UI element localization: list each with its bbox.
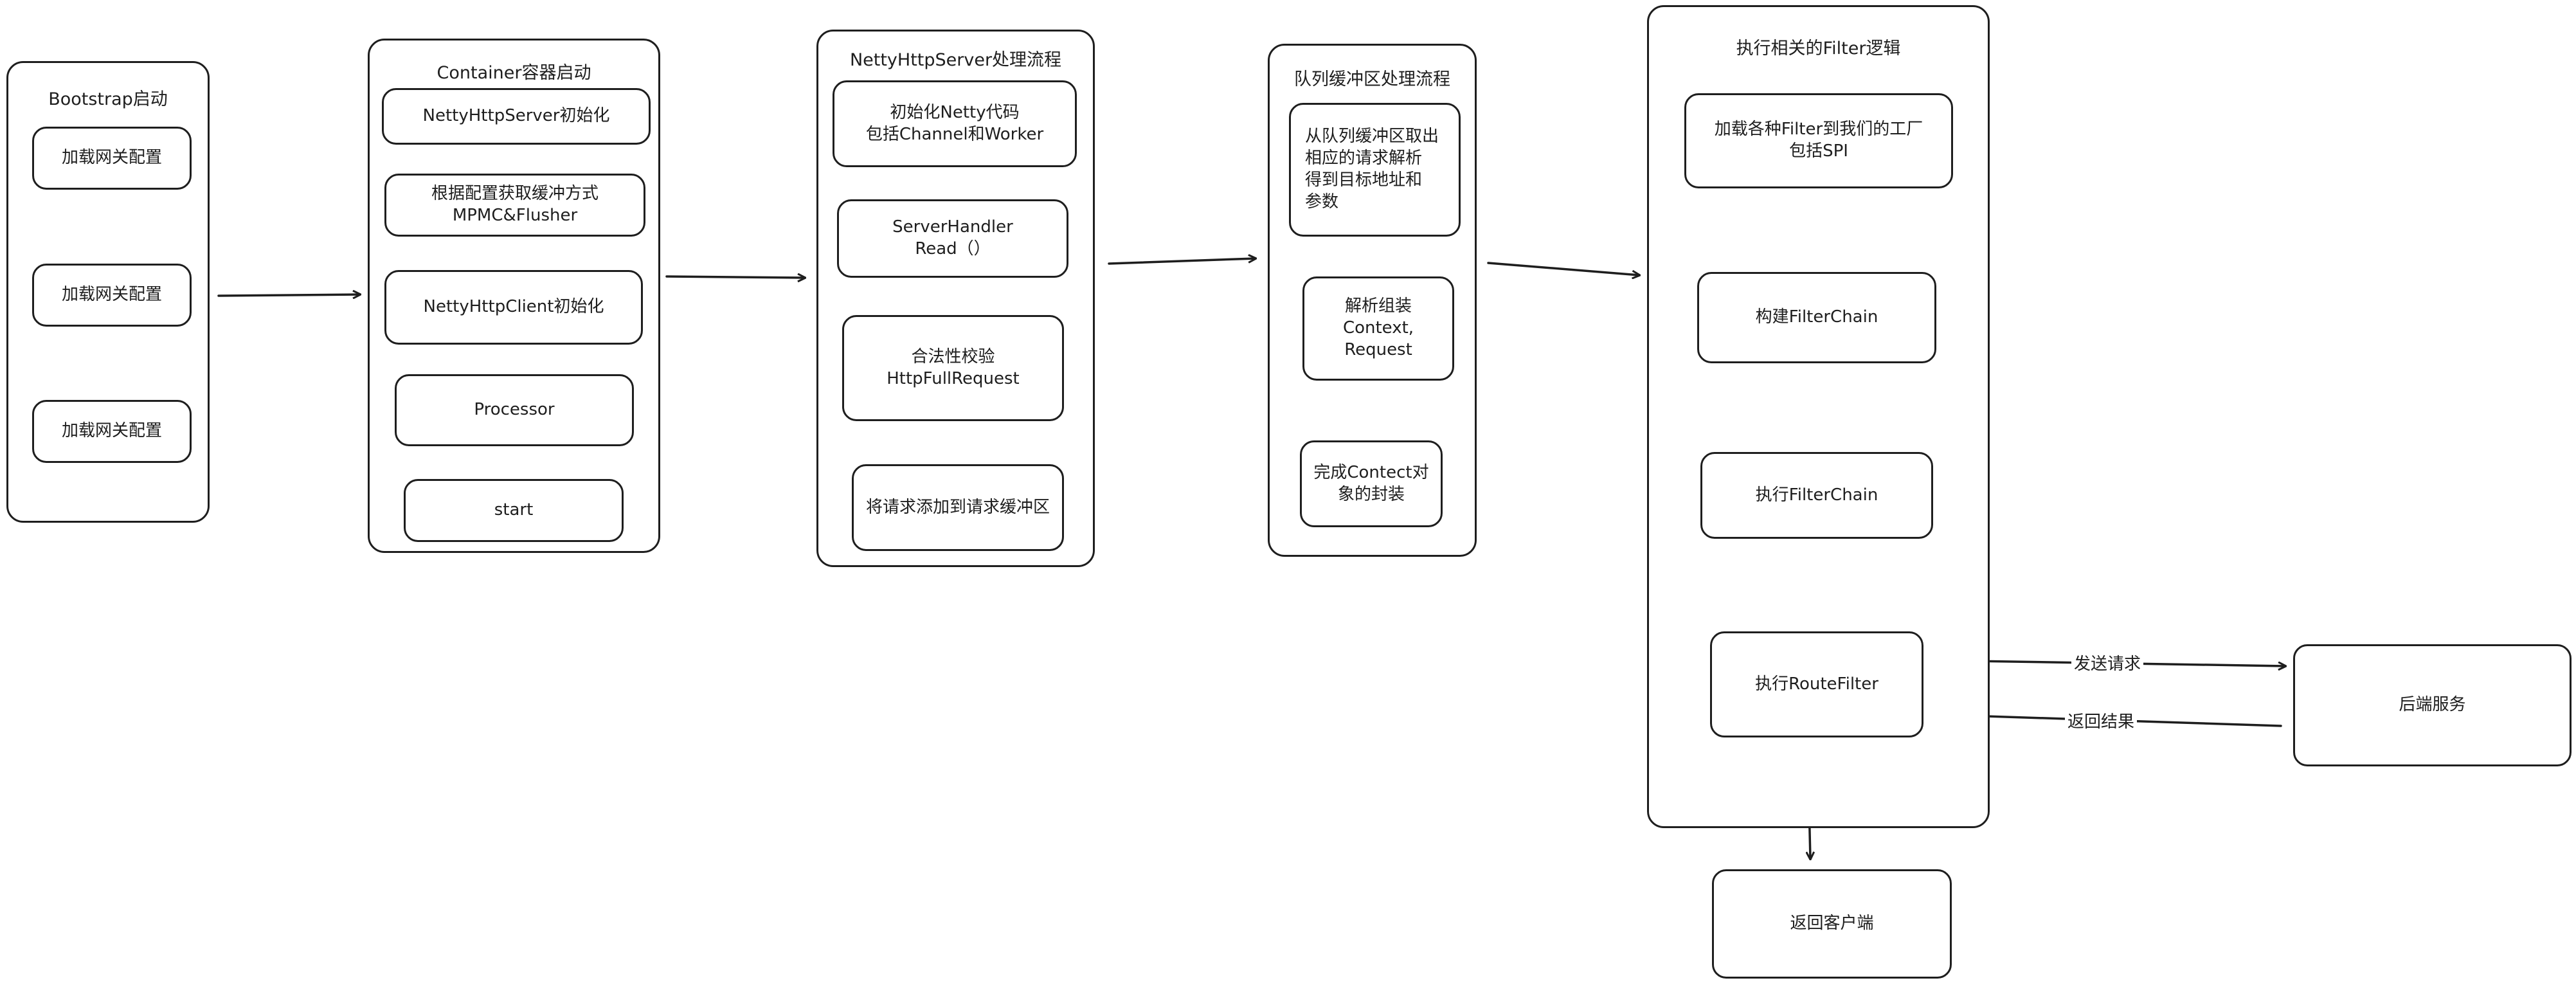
node-execute-route-filter: 执行RouteFilter [1710, 631, 1923, 737]
node-bootstrap-load-config-1: 加载网关配置 [32, 127, 192, 190]
node-return-to-client: 返回客户端 [1712, 869, 1952, 979]
node-take-from-queue: 从队列缓冲区取出 相应的请求解析 得到目标地址和 参数 [1289, 103, 1461, 237]
edge-label-return-result: 返回结果 [2065, 709, 2138, 732]
node-validate-request: 合法性校验 HttpFullRequest [842, 315, 1064, 421]
group-title-netty-server: NettyHttpServer处理流程 [849, 50, 1062, 70]
node-build-filter-chain: 构建FilterChain [1697, 272, 1936, 363]
node-processor: Processor [395, 374, 634, 446]
node-backend-service: 后端服务 [2293, 644, 2571, 766]
arrow-netty-to-queue [1108, 258, 1256, 265]
node-server-handler-read: ServerHandler Read（） [837, 199, 1068, 278]
arrow-container-to-netty [665, 276, 805, 278]
node-init-netty-code: 初始化Netty代码 包括Channel和Worker [833, 80, 1077, 167]
arrow-queue-to-filter [1487, 262, 1639, 275]
node-add-to-buffer: 将请求添加到请求缓冲区 [852, 464, 1064, 551]
node-bootstrap-load-config-3: 加载网关配置 [32, 400, 192, 463]
group-title-bootstrap: Bootstrap启动 [48, 89, 168, 109]
node-context-wrapped: 完成Contect对 象的封装 [1300, 440, 1443, 527]
node-execute-filter-chain: 执行FilterChain [1700, 452, 1933, 539]
node-netty-server-init: NettyHttpServer初始化 [382, 88, 651, 145]
arrow-bootstrap-to-container [217, 294, 360, 296]
node-buffer-mode: 根据配置获取缓冲方式 MPMC&Flusher [384, 174, 645, 237]
node-load-filters: 加载各种Filter到我们的工厂 包括SPI [1684, 93, 1953, 188]
node-assemble-context: 解析组装 Context, Request [1302, 276, 1454, 381]
edge-label-send-request: 发送请求 [2071, 651, 2144, 674]
node-start: start [404, 479, 624, 542]
node-bootstrap-load-config-2: 加载网关配置 [32, 264, 192, 327]
group-title-filter: 执行相关的Filter逻辑 [1736, 39, 1901, 59]
group-title-container: Container容器启动 [437, 63, 591, 83]
node-netty-client-init: NettyHttpClient初始化 [384, 270, 643, 345]
group-title-queue: 队列缓冲区处理流程 [1294, 69, 1450, 89]
